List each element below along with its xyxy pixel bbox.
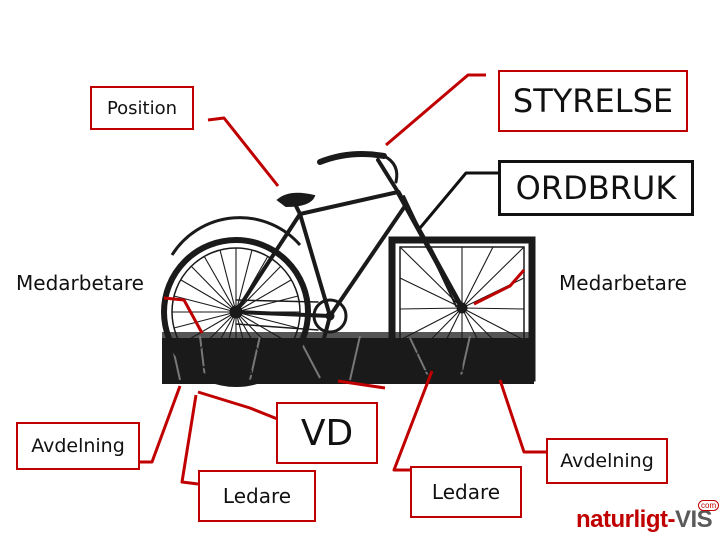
connector-ordbruk [418, 171, 500, 229]
label-ordbruk-text: ORDBRUK [515, 169, 677, 207]
label-vd: VD [276, 402, 378, 464]
connector-avdelning-left [138, 385, 182, 464]
label-styrelse-text: STYRELSE [512, 82, 674, 120]
logo-suffix: com [698, 500, 720, 511]
label-avdelning-left-text: Avdelning [31, 435, 125, 457]
label-styrelse: STYRELSE [498, 70, 688, 132]
label-ledare-right-text: Ledare [431, 480, 501, 504]
label-position-text: Position [106, 97, 178, 119]
connector-styrelse [385, 73, 486, 147]
logo-wordmark: naturligt-VIS [576, 506, 713, 533]
connector-ledare-left [180, 394, 199, 486]
connector-vd-ground [337, 379, 386, 390]
label-vd-text: VD [300, 412, 354, 454]
connector-medarbetare-right [473, 269, 526, 306]
label-medarbetare-left: Medarbetare [10, 262, 150, 304]
label-ledare-left-text: Ledare [222, 484, 292, 508]
connector-lines [138, 73, 548, 486]
label-medarbetare-right-text: Medarbetare [559, 271, 687, 295]
naturligt-vis-logo: naturligt-VIS com [576, 500, 720, 538]
label-ordbruk: ORDBRUK [498, 160, 694, 216]
connector-ledare-right [392, 370, 434, 472]
connector-medarbetare-left [163, 296, 204, 334]
label-medarbetare-right: Medarbetare [548, 262, 698, 304]
connector-position [207, 116, 280, 187]
label-avdelning-right: Avdelning [546, 438, 668, 484]
label-avdelning-left: Avdelning [16, 422, 140, 470]
label-ledare-left: Ledare [198, 470, 316, 522]
logo-main-text: naturligt- [576, 506, 675, 533]
label-ledare-right: Ledare [410, 466, 522, 518]
connector-avdelning-right [498, 379, 548, 454]
label-avdelning-right-text: Avdelning [560, 450, 654, 472]
label-medarbetare-left-text: Medarbetare [16, 271, 144, 295]
label-position: Position [90, 86, 194, 130]
bicycle-frame [234, 151, 465, 353]
